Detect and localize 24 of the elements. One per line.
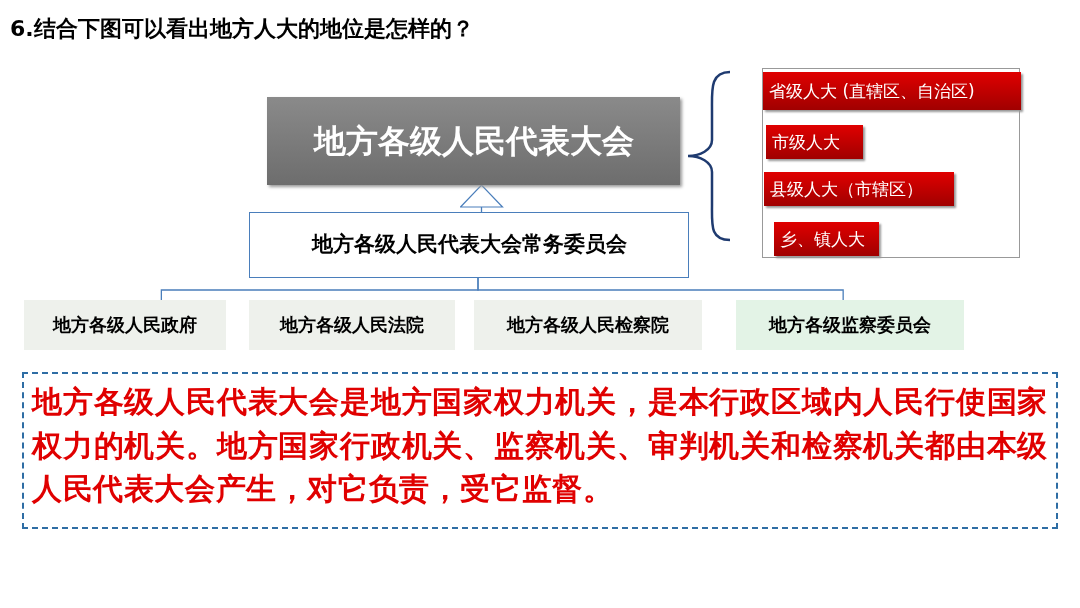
node-label: 市级人大	[772, 131, 840, 153]
level-label	[764, 172, 954, 206]
level-label	[774, 222, 879, 256]
node-label: 乡、镇人大	[780, 228, 865, 250]
node-label: 地方各级人民代表大会	[313, 121, 634, 161]
node-label: 地方各级监察委员会	[769, 314, 931, 336]
node-label: 地方各级人民法院	[280, 314, 424, 336]
node-label: 省级人大 (直辖区、自治区)	[769, 80, 975, 102]
node-label: 县级人大（市辖区）	[770, 178, 923, 200]
level-label	[766, 125, 863, 159]
organ-box	[24, 300, 226, 350]
note-box	[22, 372, 1058, 529]
node-label: 地方各级人民代表大会常务委员会	[311, 232, 627, 258]
connector	[459, 184, 504, 213]
assembly-box	[267, 97, 680, 185]
level-panel	[762, 68, 1020, 258]
level-label	[763, 72, 1021, 110]
committee-box	[249, 212, 689, 278]
organ-box	[736, 300, 964, 350]
node-label: 地方各级人民政府	[53, 314, 197, 336]
note-text: 地方各级人民代表大会是地方国家权力机关，是本行政区域内人民行使国家权力的机关。地方国家行政机关、监察机关、审判机关和检察机关都由本级人民代表大会产生，对它负责，受它监督。	[32, 383, 1048, 508]
question-title: 6.结合下图可以看出地方人大的地位是怎样的？	[10, 15, 474, 43]
node-label: 地方各级人民检察院	[507, 314, 669, 336]
connector	[477, 277, 844, 301]
